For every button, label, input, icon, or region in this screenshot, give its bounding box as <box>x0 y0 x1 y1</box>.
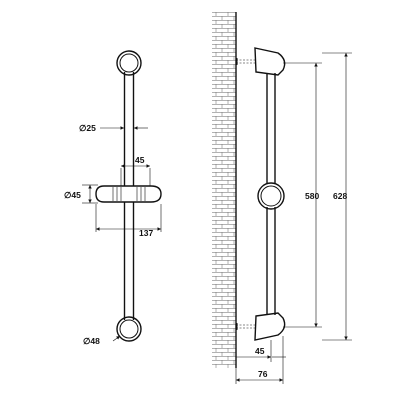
front-view: ∅25 45 ∅45 137 ∅48 <box>64 50 162 346</box>
dimension-pipe-diameter: ∅25 <box>79 123 148 133</box>
inner-length-label: 580 <box>305 191 319 201</box>
top-bracket <box>236 47 286 76</box>
brick-wall <box>212 12 237 368</box>
pipe-diameter-label: ∅25 <box>79 123 96 133</box>
holder-width-label: 137 <box>139 228 153 238</box>
pipe-offset-label: 45 <box>255 346 265 356</box>
bottom-bracket <box>236 312 286 341</box>
dimension-inner-length: 580 <box>283 62 322 328</box>
dimension-total-offset: 76 <box>235 336 284 384</box>
dimension-holder-width: 137 <box>95 204 162 238</box>
total-length-label: 628 <box>333 191 347 201</box>
dimension-holder-diameter: ∅45 <box>64 184 98 204</box>
dimension-pipe-offset: 45 <box>236 340 286 362</box>
side-rail-pipe <box>266 73 276 315</box>
bottom-wall-mount <box>116 316 142 342</box>
dimension-holder-depth: 45 <box>120 155 151 186</box>
top-wall-mount <box>116 50 142 76</box>
mount-diameter-label: ∅48 <box>83 336 100 346</box>
side-view: 580 628 45 76 <box>212 12 352 384</box>
slider-holder <box>95 185 162 203</box>
vertical-rail-pipe <box>123 72 135 320</box>
dimension-mount-diameter: ∅48 <box>83 335 121 346</box>
holder-diameter-label: ∅45 <box>64 190 81 200</box>
depth-label: 45 <box>135 155 145 165</box>
side-slider-ring <box>257 182 285 210</box>
total-offset-label: 76 <box>258 369 268 379</box>
dimension-total-length: 628 <box>322 52 352 341</box>
